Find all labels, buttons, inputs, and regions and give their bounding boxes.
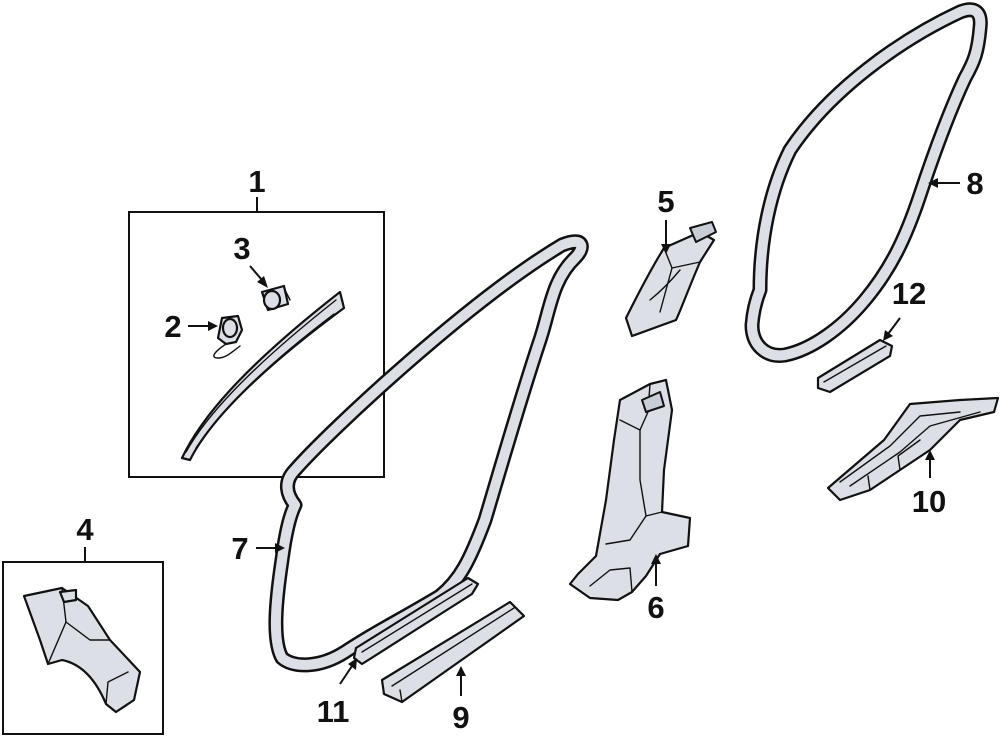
arrowhead-12 (883, 330, 893, 341)
front-door-seal-part (268, 234, 589, 673)
arrowhead-6 (651, 554, 661, 564)
arrowhead-8 (928, 178, 938, 188)
arrowhead-7 (275, 543, 285, 553)
center-pillar-trim-part (568, 378, 692, 602)
callout-6: 6 (647, 590, 664, 625)
callout-4: 4 (76, 512, 94, 547)
group-box-4 (2, 547, 164, 735)
front-scuff-plate-part (352, 576, 480, 666)
rear-sill-plate-part (826, 396, 1000, 502)
leader-12 (887, 317, 901, 335)
fastener-part (260, 284, 291, 312)
arrowhead-2 (208, 321, 218, 331)
leader-11 (339, 665, 353, 685)
arrowhead-11 (348, 658, 357, 670)
callout-7: 7 (231, 531, 248, 566)
callout-11: 11 (317, 694, 350, 729)
callout-10: 10 (912, 484, 946, 519)
clip-part (213, 314, 244, 359)
trim-strip-part (180, 290, 346, 462)
arrowhead-9 (456, 666, 466, 676)
callout-5: 5 (657, 184, 674, 219)
arrowhead-3 (257, 276, 268, 288)
group-box-1 (128, 197, 385, 478)
rear-scuff-plate-part (816, 338, 894, 394)
callout-8: 8 (966, 166, 983, 201)
arrowhead-10 (925, 450, 935, 460)
leader-3 (249, 265, 263, 281)
front-sill-plate-part (380, 600, 526, 704)
callout-2: 2 (164, 309, 181, 344)
callout-labels: 1 2 3 4 5 6 7 8 9 10 11 12 (76, 164, 983, 735)
leader-lines (188, 178, 960, 696)
callout-9: 9 (452, 700, 469, 735)
callout-12: 12 (892, 276, 926, 311)
callout-3: 3 (233, 231, 250, 266)
upper-pillar-trim-part (624, 221, 717, 338)
rear-door-seal-part (744, 2, 988, 363)
arrowhead-5 (661, 244, 671, 254)
callout-1: 1 (248, 164, 265, 199)
kick-panel-part (22, 586, 142, 714)
